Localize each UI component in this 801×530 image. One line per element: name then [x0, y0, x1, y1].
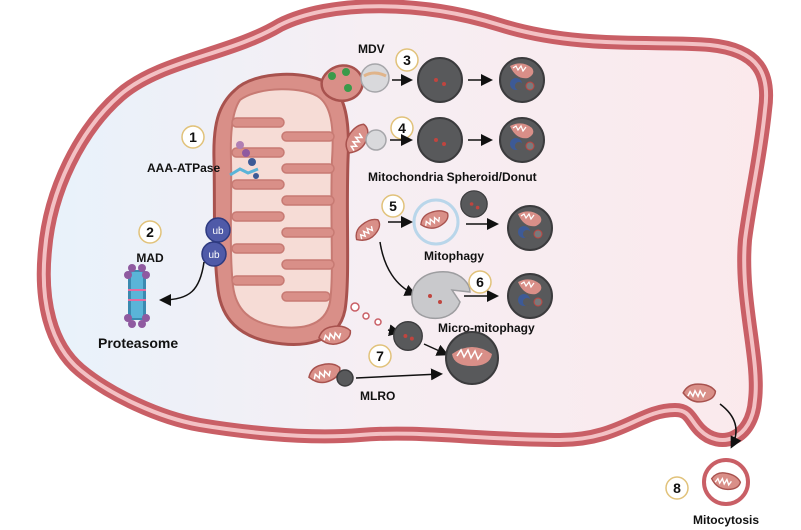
mitocytosis-vesicle: [702, 458, 750, 506]
mitocytosis-label: Mitocytosis: [693, 513, 759, 527]
mdv-label: MDV: [358, 42, 385, 56]
autolysosome-6: [507, 273, 553, 319]
lysosome-4a: [417, 117, 463, 163]
autolysosome-4b: [499, 117, 545, 163]
micro-mitophagy-lysosome: [411, 271, 471, 320]
step-6-badge: 6: [468, 270, 492, 294]
aaa-atpase-label: AAA-ATPase: [147, 161, 220, 175]
aaa-atpase-protein: [229, 141, 259, 179]
lysosome-3a: [417, 57, 463, 103]
mlro-lysosome-large: [445, 331, 499, 385]
proteasome-icon: [124, 264, 150, 328]
svg-text:8: 8: [673, 480, 681, 496]
lysosome-5a: [460, 190, 488, 218]
spheroid-vesicle: [365, 129, 387, 151]
lysosome-7a: [393, 321, 423, 351]
svg-text:ub: ub: [208, 250, 220, 261]
svg-text:2: 2: [146, 224, 154, 240]
ub-tag-1: ub: [205, 217, 231, 243]
autophagosome: [412, 198, 460, 246]
svg-text:1: 1: [189, 129, 197, 145]
step-1-badge: 1: [181, 125, 205, 149]
mad-label: MAD: [136, 251, 164, 265]
mitophagy-label: Mitophagy: [424, 249, 484, 263]
svg-text:6: 6: [476, 274, 484, 290]
mlro-label: MLRO: [360, 389, 395, 403]
proteasome-label: Proteasome: [98, 335, 178, 351]
mlro-vesicles: [350, 302, 382, 326]
step-7-badge: 7: [368, 344, 392, 368]
svg-text:5: 5: [389, 198, 397, 214]
step-3-badge: 3: [395, 48, 419, 72]
autolysosome-5b: [507, 205, 553, 251]
ub-tag-2: ub: [201, 241, 227, 267]
step-5-badge: 5: [381, 194, 405, 218]
mlro-small-lysosome: [336, 369, 354, 387]
step-4-badge: 4: [390, 116, 414, 140]
autolysosome-3b: [499, 57, 545, 103]
mitochondrion: [212, 64, 364, 346]
spheroid-label: Mitochondria Spheroid/Donut: [368, 170, 537, 184]
svg-text:4: 4: [398, 120, 406, 136]
step-8-badge: 8: [665, 476, 689, 500]
svg-text:3: 3: [403, 52, 411, 68]
step-2-badge: 2: [138, 220, 162, 244]
mdv-vesicle: [360, 63, 390, 93]
micro-mitophagy-label: Micro-mitophagy: [438, 321, 535, 335]
svg-text:7: 7: [376, 348, 384, 364]
svg-text:ub: ub: [212, 226, 224, 237]
